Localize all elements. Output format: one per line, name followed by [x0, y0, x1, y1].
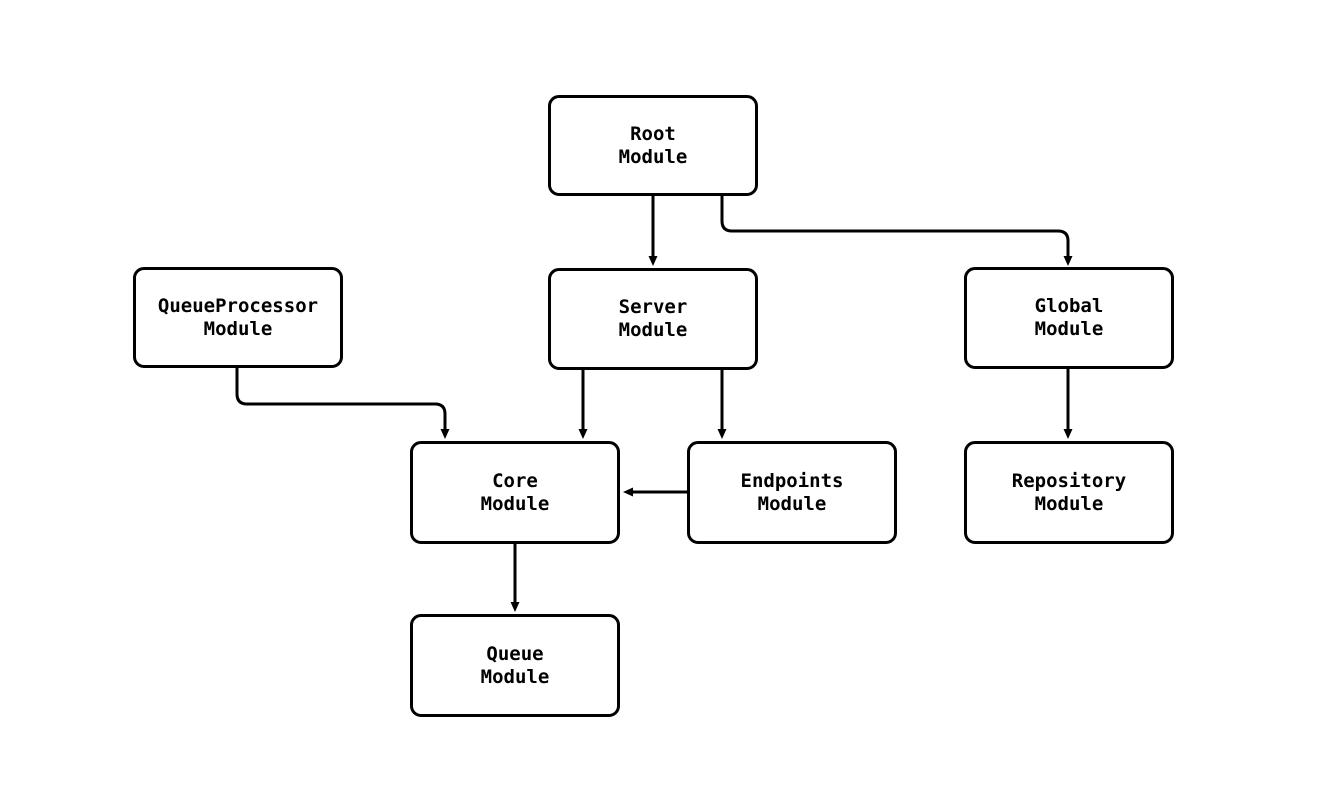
node-core[interactable]: Core Module — [410, 441, 620, 544]
edge-root-global — [720, 196, 1073, 266]
node-core-line2: Module — [480, 492, 550, 515]
node-core-line1: Core — [492, 469, 538, 492]
edge-queueprocessor-core — [235, 368, 450, 439]
node-server[interactable]: Server Module — [548, 268, 758, 370]
node-queueprocessor[interactable]: QueueProcessor Module — [133, 267, 343, 368]
node-server-line2: Module — [618, 319, 688, 341]
node-repository[interactable]: Repository Module — [964, 441, 1174, 544]
node-queueprocessor-line2: Module — [203, 317, 273, 340]
node-root[interactable]: Root Module — [548, 95, 758, 196]
node-global-line2: Module — [1034, 318, 1104, 340]
node-global-line1: Global — [1034, 295, 1104, 317]
node-global[interactable]: Global Module — [964, 267, 1174, 369]
node-endpoints-line1: Endpoints — [740, 469, 844, 492]
node-queueprocessor-line1: QueueProcessor — [157, 294, 319, 317]
node-root-line1: Root — [630, 122, 676, 145]
node-queue[interactable]: Queue Module — [410, 614, 620, 717]
node-queue-line2: Module — [480, 665, 550, 688]
node-root-line2: Module — [618, 145, 688, 168]
node-repository-line2: Module — [1034, 492, 1104, 515]
node-queue-line1: Queue — [486, 642, 544, 665]
node-server-line1: Server — [618, 296, 688, 318]
edges-group — [235, 196, 1073, 612]
node-repository-line1: Repository — [1011, 469, 1127, 492]
node-endpoints[interactable]: Endpoints Module — [687, 441, 897, 544]
node-endpoints-line2: Module — [757, 492, 827, 515]
